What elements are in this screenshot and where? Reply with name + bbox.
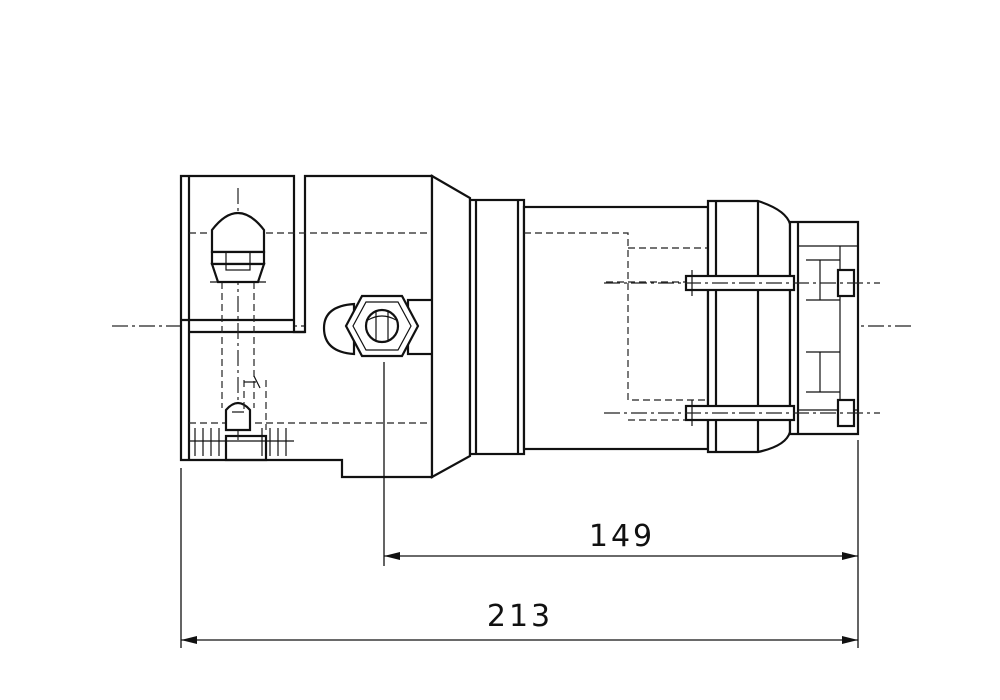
screw-head	[210, 212, 266, 254]
arrowhead-left	[181, 636, 197, 644]
dimension-149: 149	[383, 362, 859, 648]
middle-tube	[522, 205, 710, 451]
lower-bolt	[604, 398, 880, 428]
dimension-label-149: 149	[589, 519, 655, 554]
hatching	[189, 428, 294, 462]
dimension-213: 213	[180, 468, 858, 648]
top-screw	[210, 188, 266, 440]
dimension-label-213: 213	[487, 599, 553, 634]
arrowhead-right	[842, 636, 858, 644]
hex-nut	[322, 294, 446, 358]
collar-ring	[468, 198, 526, 456]
arrowhead-right	[842, 552, 858, 560]
arrowhead-left	[384, 552, 400, 560]
taper-section	[430, 174, 472, 479]
upper-bolt	[604, 268, 880, 298]
hex-outline	[344, 294, 420, 358]
bottom-screw	[224, 375, 267, 432]
